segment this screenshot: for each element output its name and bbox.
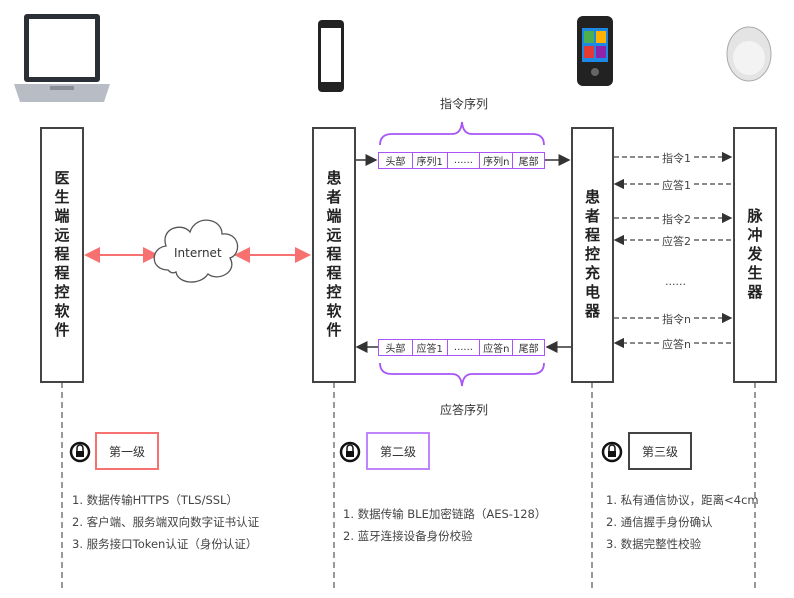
level-2-badge: 第二级 [366, 432, 430, 470]
message-label: 应答n [661, 336, 692, 352]
charger-label: 患者程控充电器 [583, 188, 601, 322]
command-sequence-title: 指令序列 [440, 97, 489, 111]
level-item: 1. 数据传输HTTPS（TLS/SSL） [72, 493, 238, 507]
seq-cell: 头部 [379, 153, 413, 168]
message-label: 应答2 [661, 233, 692, 249]
level-item: 1. 私有通信协议，距离<4cm [606, 493, 759, 507]
laptop-icon [14, 14, 110, 102]
charger-device-icon [577, 16, 613, 86]
level-item: 1. 数据传输 BLE加密链路（AES-128） [343, 507, 547, 521]
seq-cell: 序列1 [413, 153, 448, 168]
level-1-items: 1. 数据传输HTTPS（TLS/SSL） 2. 客户端、服务端双向数字证书认证… [72, 489, 259, 555]
seq-cell: 尾部 [518, 157, 539, 168]
lock-icons [69, 441, 623, 463]
doctor-label: 医生端远程程控软件 [52, 169, 71, 341]
level-2-items: 1. 数据传输 BLE加密链路（AES-128） 2. 蓝牙连接设备身份校验 [343, 503, 546, 547]
command-brace [379, 121, 545, 146]
message-label: 指令2 [661, 211, 692, 227]
response-brace [379, 362, 545, 387]
level-item: 2. 蓝牙连接设备身份校验 [343, 529, 473, 543]
message-label: 指令n [661, 311, 692, 327]
message-label: 应答1 [661, 177, 692, 193]
level-3-badge: 第三级 [628, 432, 692, 470]
message-label: ...... [664, 275, 687, 288]
seq-cell: 应答1 [413, 340, 448, 355]
level-item: 3. 服务接口Token认证（身份认证） [72, 537, 258, 551]
seq-cell: 应答n [480, 340, 514, 355]
patient-software-label: 患者端远程程控软件 [324, 169, 343, 341]
phone-icon [318, 20, 344, 92]
pulse-generator-label: 脉冲发生器 [745, 207, 764, 303]
patient-software-box: 患者端远程程控软件 [312, 127, 356, 383]
response-sequence: 头部 应答1 ...... 应答n 尾部 [378, 339, 545, 356]
pulse-generator-box: 脉冲发生器 [733, 127, 777, 383]
cloud-icon [153, 219, 239, 283]
response-sequence-title: 应答序列 [440, 403, 489, 417]
seq-cell: ...... [448, 153, 481, 168]
seq-cell: 尾部 [518, 344, 539, 355]
seq-cell: 序列n [480, 153, 514, 168]
doctor-software-box: 医生端远程程控软件 [40, 127, 84, 383]
charger-box: 患者程控充电器 [571, 127, 614, 383]
level-item: 3. 数据完整性校验 [606, 537, 702, 551]
level-item: 2. 客户端、服务端双向数字证书认证 [72, 515, 260, 529]
seq-cell: 头部 [379, 340, 413, 355]
level-item: 2. 通信握手身份确认 [606, 515, 713, 529]
level-3-items: 1. 私有通信协议，距离<4cm 2. 通信握手身份确认 3. 数据完整性校验 [606, 489, 759, 555]
level-1-badge: 第一级 [95, 432, 159, 470]
pulse-generator-icon [726, 26, 772, 82]
lifelines [61, 382, 756, 590]
command-sequence: 头部 序列1 ...... 序列n 尾部 [378, 152, 545, 169]
message-label: 指令1 [661, 150, 692, 166]
seq-cell: ...... [448, 340, 481, 355]
internet-label: Internet [174, 246, 222, 260]
